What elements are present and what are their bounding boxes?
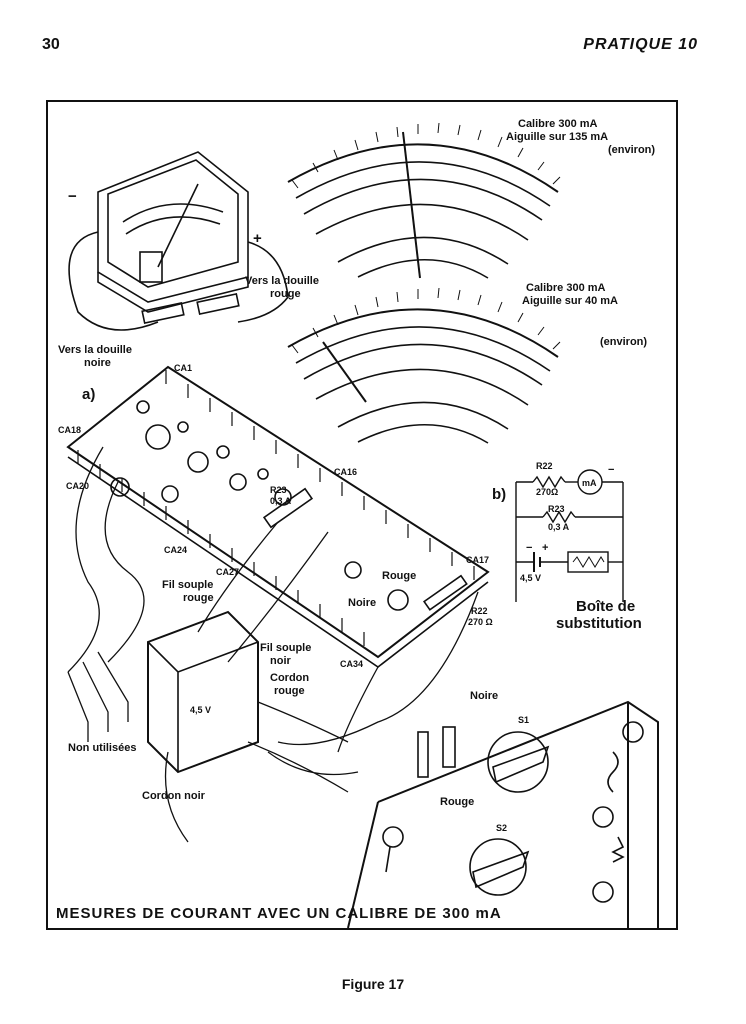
label-fil-noir-1: Fil souple: [260, 642, 312, 654]
label-battery: 4,5 V: [190, 705, 212, 715]
label-box-rouge: Rouge: [440, 796, 475, 808]
label-cordon-rouge-2: rouge: [274, 685, 305, 697]
label-vers-noire-1: Vers la douille: [58, 344, 132, 356]
schematic-meter-minus: −: [608, 464, 615, 476]
figure-label: Figure 17: [341, 976, 405, 992]
multimeter-icon: [68, 151, 289, 331]
substitution-box-icon: [347, 700, 659, 928]
schematic-battery: 4,5 V: [520, 573, 542, 583]
meter1-caption-2: Aiguille sur 135 mA: [506, 131, 609, 143]
meter2-caption-3: (environ): [600, 336, 648, 348]
circuit-board-icon: [66, 365, 490, 668]
label-ca18: CA18: [58, 425, 82, 435]
label-cordon-rouge-1: Cordon: [270, 672, 310, 684]
part-b-label: b): [492, 486, 507, 503]
meter-scale-2-icon: [287, 308, 559, 444]
label-r22: R22: [471, 606, 488, 616]
label-cordon-noir: Cordon noir: [142, 790, 205, 802]
label-r23-value: 0,3 A: [270, 496, 292, 506]
label-vers-noire-2: noire: [84, 357, 111, 369]
label-noire: Noire: [348, 597, 377, 609]
label-vers-rouge-1: Vers la douille: [245, 275, 319, 287]
battery-icon: [147, 610, 259, 774]
label-vers-rouge-2: rouge: [270, 288, 301, 300]
schematic-minus: −: [526, 542, 533, 554]
label-r22-value: 270 Ω: [468, 617, 493, 627]
diagram-frame: Calibre 300 mA Aiguille sur 135 mA (envi…: [46, 100, 678, 930]
page-number: 30: [42, 36, 60, 53]
label-non-utilisees: Non utilisées: [68, 742, 137, 754]
label-fil-noir-2: noir: [270, 655, 291, 667]
schematic-r23: R23: [548, 504, 565, 514]
diagram-caption: MESURES DE COURANT AVEC UN CALIBRE DE 30…: [56, 905, 502, 922]
meter1-caption-3: (environ): [608, 144, 656, 156]
meter2-caption-2: Aiguille sur 40 mA: [522, 295, 618, 307]
schematic-r22: R22: [536, 461, 553, 471]
schematic-plus: +: [542, 542, 549, 554]
diagram-drawing: [66, 122, 659, 928]
label-ca16: CA16: [334, 467, 358, 477]
meter1-caption-1: Calibre 300 mA: [518, 118, 598, 130]
schematic-r23-value: 0,3 A: [548, 522, 570, 532]
label-box-noire: Noire: [470, 690, 499, 702]
meter-scale-1-icon: [287, 131, 559, 279]
label-ca20: CA20: [66, 481, 90, 491]
label-s2: S2: [496, 823, 508, 833]
label-ca1: CA1: [174, 363, 193, 373]
page-header: PRATIQUE 10: [583, 36, 698, 53]
label-fil-rouge-1: Fil souple: [162, 579, 214, 591]
schematic-meter: mA: [582, 478, 597, 488]
terminal-posts-icon: [77, 370, 475, 646]
schematic-r22-value: 270Ω: [536, 487, 559, 497]
label-ca17: CA17: [466, 555, 490, 565]
label-ca24: CA24: [164, 545, 188, 555]
label-ca34: CA34: [340, 659, 364, 669]
label-rouge: Rouge: [382, 570, 417, 582]
label-ca27: CA27: [216, 567, 240, 577]
part-a-label: a): [82, 386, 96, 403]
label-boite-1: Boîte de: [576, 598, 636, 615]
schematic-diagram-icon: [515, 469, 624, 602]
plus-sign: +: [253, 230, 262, 247]
wires-icon: [67, 446, 479, 843]
label-fil-rouge-2: rouge: [183, 592, 214, 604]
label-boite-2: substitution: [556, 615, 642, 632]
label-s1: S1: [518, 715, 530, 725]
meter2-caption-1: Calibre 300 mA: [526, 282, 606, 294]
label-r23: R23: [270, 485, 287, 495]
minus-sign: −: [68, 188, 77, 205]
